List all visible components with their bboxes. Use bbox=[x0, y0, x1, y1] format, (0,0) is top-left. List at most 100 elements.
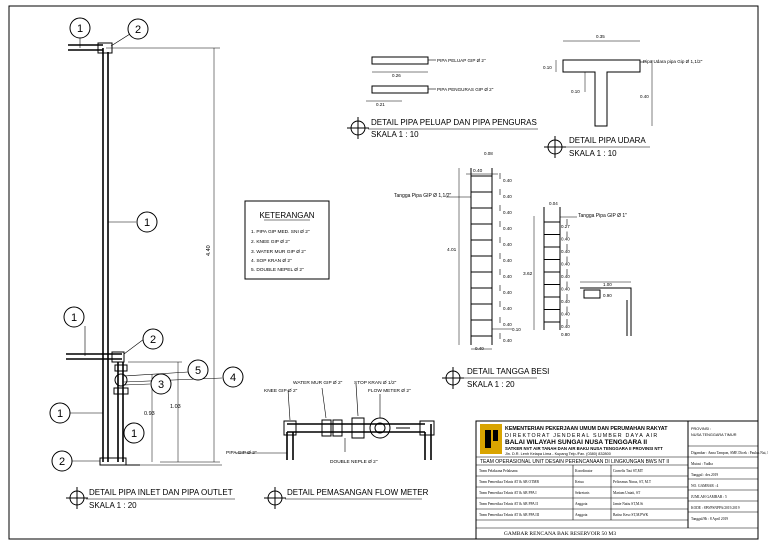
callout-2-mid: 2 bbox=[150, 334, 156, 346]
peluap-title: DETAIL PIPA PELUAP DAN PIPA PENGURAS bbox=[371, 118, 537, 127]
province-value: NUSA TENGGARA TIMUR bbox=[691, 433, 737, 437]
province-label: PROVINSI : bbox=[691, 427, 711, 431]
keterangan-legend: KETERANGAN 1. PIPA GIP MED. SNI Ø 2" 2. … bbox=[244, 200, 330, 280]
flow-label-knee: KNEE GIP Ø 2" bbox=[264, 388, 298, 394]
keterangan-item-1: 1. PIPA GIP MED. SNI Ø 2" bbox=[251, 229, 310, 235]
callout-1-low: 1 bbox=[57, 408, 63, 420]
udara-title: DETAIL PIPA UDARA bbox=[569, 136, 646, 145]
flow-title: DETAIL PEMASANGAN FLOW METER bbox=[287, 488, 429, 497]
tangga-b-len: 1.00 bbox=[603, 282, 612, 287]
ladder-a-step-label: 0.40 bbox=[503, 290, 512, 295]
tangga-besi-detail: 4.01 0.40 0.08 0.40 0.10 Tangga Pipa GIP… bbox=[394, 151, 632, 389]
flow-label-pipa: PIPA GIP Ø 2" bbox=[226, 450, 257, 456]
callout-3: 3 bbox=[158, 379, 164, 391]
tangga-b-base: 0.90 bbox=[603, 293, 612, 298]
tb-cell: Team Pemeriksa Teknis AT & AB PPA III bbox=[479, 513, 540, 517]
tangga-b-height: 3.62 bbox=[523, 271, 533, 277]
udara-scale: SKALA 1 : 10 bbox=[569, 149, 617, 158]
tangga-a-top: 0.08 bbox=[484, 151, 493, 156]
tb-cell: Peliosmus Ninus, ST, M.T bbox=[613, 480, 652, 485]
ladder-a-step-label: 0.40 bbox=[503, 338, 512, 343]
tb-right-cell: Digambar : Anna Tampon, SME Dicek : Paul… bbox=[691, 451, 768, 456]
inlet-scale: SKALA 1 : 20 bbox=[89, 501, 137, 510]
callout-2-top: 2 bbox=[135, 24, 141, 36]
tb-right-cell: NO. GAMBAR : 4 bbox=[691, 484, 719, 488]
tb-cell: Mariam Uniati, ST bbox=[613, 491, 641, 496]
callout-1-mid: 1 bbox=[144, 217, 150, 229]
peluap-dim-a: 0.26 bbox=[392, 73, 401, 78]
ladder-b-step-label: 0.40 bbox=[561, 262, 570, 267]
keterangan-item-3: 3. WATER MUR GIP Ø 2" bbox=[251, 249, 306, 255]
ladder-a-step-label: 0.40 bbox=[503, 194, 512, 199]
tb-cell: Team Pemeriksa Teknis AT & AB OTMB bbox=[479, 480, 539, 484]
tb-cell: Jamie Natiu ST,M.Si bbox=[613, 502, 643, 507]
tangga-a-height: 4.01 bbox=[447, 247, 457, 253]
tb-right-cell: Tanggal : des.2019 bbox=[691, 473, 718, 477]
org-line-4: SATKER NVT AIR TANAH DAN AIR BAKU NUSA T… bbox=[505, 446, 663, 451]
callout-1-right: 1 bbox=[131, 428, 137, 440]
tb-cell: Ketua bbox=[575, 480, 584, 484]
tb-right-cell: JUMLAH GAMBAR : 5 bbox=[691, 495, 727, 499]
callout-2-bottom: 2 bbox=[59, 456, 65, 468]
tb-cell: Koordinator bbox=[575, 469, 593, 473]
callout-1-left: 1 bbox=[71, 312, 77, 324]
flow-label-water-mur: WATER MUR GIP Ø 2" bbox=[293, 380, 343, 386]
ladder-a-step-label: 0.40 bbox=[503, 306, 512, 311]
tb-right-cell: KODE : 8P0/PSNPPA/2019.2019 bbox=[691, 506, 740, 510]
tangga-a-foot: 0.10 bbox=[512, 327, 521, 332]
tangga-scale: SKALA 1 : 20 bbox=[467, 380, 515, 389]
udara-dim-right: 0.40 bbox=[640, 94, 649, 99]
peluap-dim-b: 0.21 bbox=[376, 102, 385, 107]
tb-cell: Sekretaris bbox=[575, 491, 590, 495]
tb-cell: Team Pemeriksa Teknis AT & AB PPA II bbox=[479, 502, 539, 506]
inlet-dim-093: 0.93 bbox=[144, 411, 155, 417]
flow-label-double: DOUBLE NEPLE Ø 2" bbox=[330, 459, 378, 465]
tb-right-cell: Mutasi : Yudha bbox=[691, 462, 713, 466]
title-block: KEMENTERIAN PEKERJAAN UMUM DAN PERUMAHAN… bbox=[475, 420, 768, 540]
keterangan-item-2: 2. KNEE GIP Ø 2" bbox=[251, 239, 290, 245]
org-line-2: DIREKTORAT JENDERAL SUMBER DAYA AIR bbox=[505, 433, 658, 439]
ladder-a-step-label: 0.40 bbox=[503, 226, 512, 231]
ladder-b-step-label: 0.40 bbox=[561, 299, 570, 304]
peluap-scale: SKALA 1 : 10 bbox=[371, 130, 419, 139]
ladder-a-step-label: 0.40 bbox=[503, 178, 512, 183]
tb-right-cell: Tanggal/Ht : 8 April 2019 bbox=[691, 517, 728, 521]
ladder-b-step-label: 0.40 bbox=[561, 249, 570, 254]
callout-1-top: 1 bbox=[77, 23, 83, 35]
ladder-a-step-label: 0.40 bbox=[503, 274, 512, 279]
ladder-b-step-label: 0.40 bbox=[561, 274, 570, 279]
tb-cell: Batiso Keso ST,M.PWK bbox=[613, 513, 649, 518]
tb-cell: Cornelis Tasi ST,MT bbox=[613, 469, 644, 474]
team-line: TEAM OPERASIONAL UNIT DESAIN PERENCANAAN… bbox=[480, 459, 669, 465]
inlet-outlet-detail: 4.40 1.03 0.93 1 2 1 1 2 5 4 3 bbox=[49, 17, 244, 510]
flow-label-stop-kran: STOP KRAN Ø 1/2" bbox=[354, 380, 397, 386]
org-line-1: KEMENTERIAN PEKERJAAN UMUM DAN PERUMAHAN… bbox=[505, 426, 668, 432]
ladder-a-step-label: 0.40 bbox=[503, 210, 512, 215]
tangga-a-label: Tangga Pipa GIP Ø 1,1/2" bbox=[394, 193, 452, 199]
udara-dim-left: 0.10 bbox=[543, 65, 552, 70]
udara-dim-inner: 0.10 bbox=[571, 89, 580, 94]
callout-5: 5 bbox=[195, 365, 201, 377]
tangga-b-top: 0.04 bbox=[549, 201, 558, 206]
org-line-5: Jln. D.R. Lenh Kelapa Lima - Kupang Telp… bbox=[505, 452, 611, 456]
tangga-a-bottom: 0.40 bbox=[475, 346, 484, 351]
ladder-b-step-label: 0.27 bbox=[561, 224, 570, 229]
pipa-udara-detail: 0.35 0.10 0.10 0.40 Pipa Udara pipa Gip … bbox=[543, 34, 703, 158]
tangga-b-label: Tangga Pipa GIP Ø 1" bbox=[578, 213, 627, 219]
tangga-title: DETAIL TANGGA BESI bbox=[467, 367, 549, 376]
penguras-label: PIPA PENGURAS GIP Ø 2" bbox=[437, 87, 494, 92]
udara-label: Pipa Udara pipa Gip Ø 1,1/2" bbox=[643, 59, 703, 64]
flow-meter-detail: KNEE GIP Ø 2" WATER MUR GIP Ø 2" STOP KR… bbox=[226, 380, 435, 509]
udara-dim-top: 0.35 bbox=[596, 34, 605, 39]
ladder-b-step-label: 0.40 bbox=[561, 287, 570, 292]
keterangan-item-5: 5. DOUBLE NEPEL Ø 2" bbox=[251, 267, 304, 273]
drawing-title: GAMBAR RENCANA BAK RESERVOIR 50 M3 bbox=[504, 531, 616, 537]
tb-cell: Team Pemeriksa Teknis AT & AB PPA I bbox=[479, 491, 537, 495]
org-line-3: BALAI WILAYAH SUNGAI NUSA TENGGARA II bbox=[505, 439, 647, 446]
inlet-title: DETAIL PIPA INLET DAN PIPA OUTLET bbox=[89, 488, 233, 497]
ladder-a-step-label: 0.40 bbox=[503, 242, 512, 247]
ladder-a-step-label: 0.40 bbox=[503, 322, 512, 327]
inlet-dim-103: 1.03 bbox=[170, 404, 181, 410]
keterangan-item-4: 4. SOP KRAN Ø 2" bbox=[251, 258, 292, 264]
